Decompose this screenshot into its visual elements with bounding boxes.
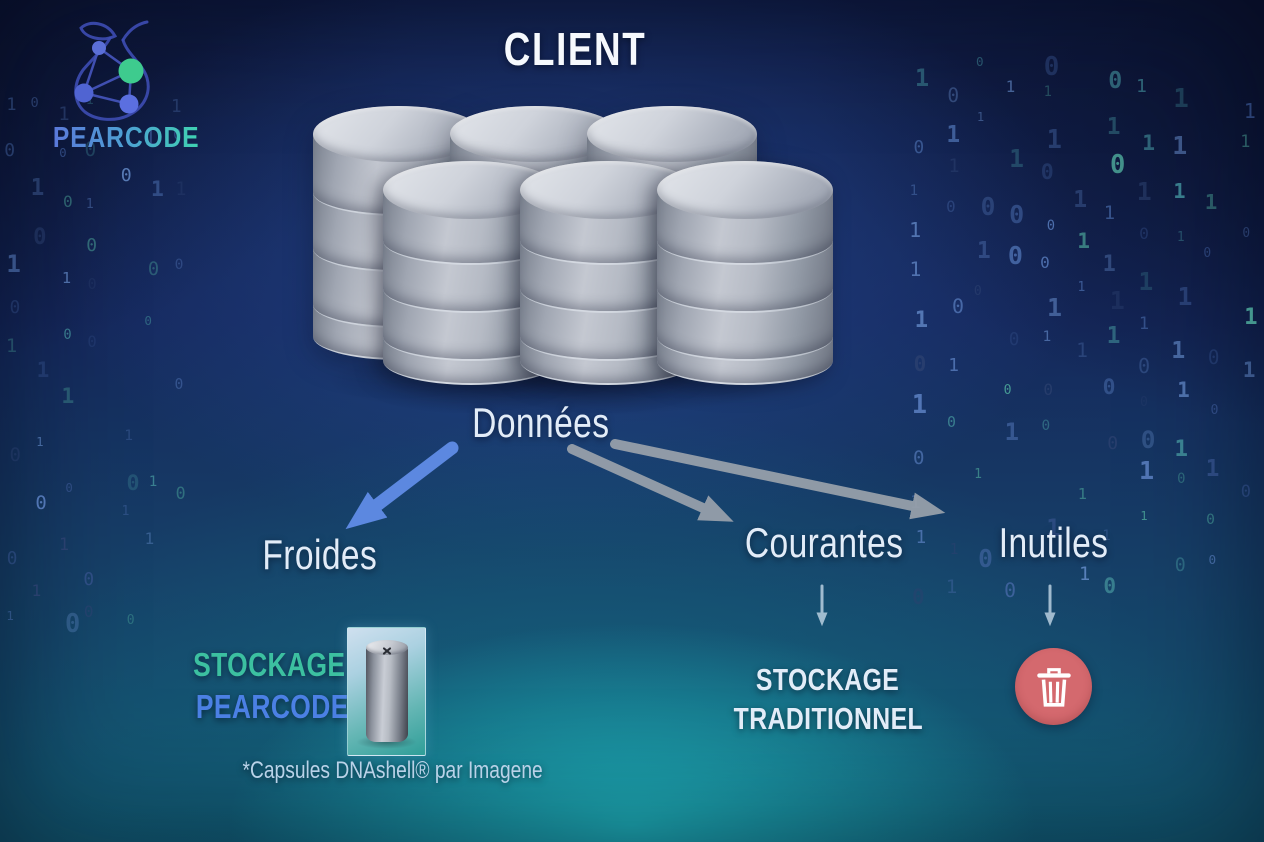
brand-text: PEARCODE xyxy=(52,122,200,154)
trash-icon xyxy=(1015,648,1092,725)
capsule-screw-mark xyxy=(382,646,392,656)
pearcode-logo-icon xyxy=(74,20,150,121)
stockage-traditionnel-label: STOCKAGE TRADITIONNEL xyxy=(733,662,923,737)
arrow-donnees-to-inutiles xyxy=(610,439,946,520)
disk-top xyxy=(587,106,757,162)
arrow-donnees-to-froides xyxy=(345,441,459,530)
courantes-label: Courantes xyxy=(744,519,904,566)
brand-name: PEARCODE xyxy=(40,122,199,155)
stockage-pearcode-label: STOCKAGE PEARCODE* xyxy=(193,646,360,725)
capsule-body xyxy=(365,646,408,742)
inutiles-label: Inutiles xyxy=(999,519,1109,566)
database-cylinder xyxy=(657,161,833,385)
dna-capsule-image xyxy=(347,627,426,756)
page-title: CLIENT xyxy=(503,23,647,75)
trash-can-glyph xyxy=(1036,667,1071,707)
arrow-donnees-to-courantes xyxy=(567,444,734,522)
froides-label: Froides xyxy=(262,531,378,578)
footnote: *Capsules DNAshell® par Imagene xyxy=(242,757,543,784)
donnees-label: Données xyxy=(472,399,610,446)
disk-top xyxy=(657,161,833,219)
